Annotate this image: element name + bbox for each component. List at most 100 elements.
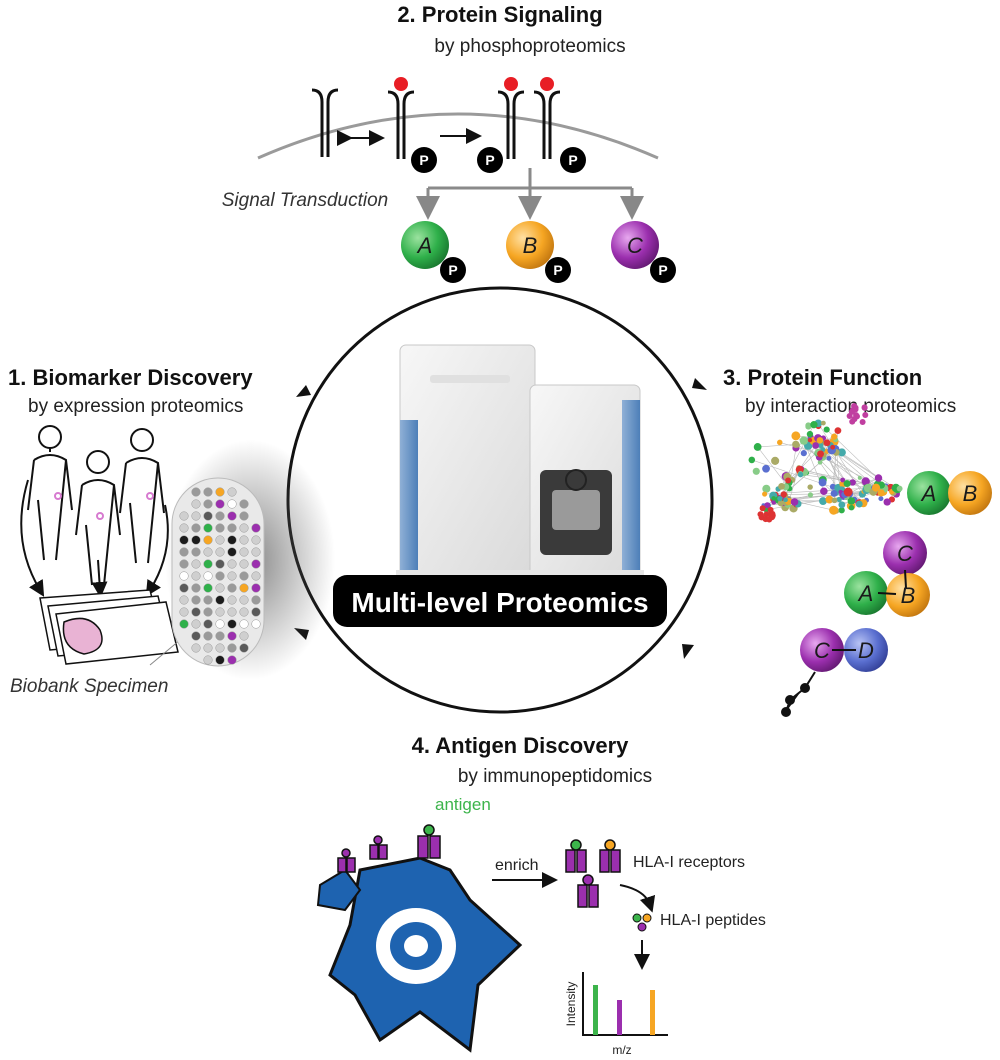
network-node <box>791 431 801 441</box>
patient-figure <box>75 450 121 586</box>
signal-branch-arrows <box>416 168 644 220</box>
expression-dot <box>251 559 261 569</box>
expression-dot <box>191 571 201 581</box>
section4-subtitle: by immunopeptidomics <box>458 766 652 787</box>
expression-dot <box>215 511 225 521</box>
expression-dot <box>179 571 189 581</box>
complex-a-b: A B <box>907 471 992 515</box>
expression-dot <box>179 607 189 617</box>
expression-dot <box>191 523 201 533</box>
network-node <box>857 475 862 480</box>
expression-dot <box>227 655 237 665</box>
network-node <box>806 430 814 438</box>
network-edge <box>835 448 898 490</box>
expression-dot <box>251 571 261 581</box>
expression-dot <box>251 547 261 557</box>
expression-dot <box>215 631 225 641</box>
complex-c-d: C D <box>800 628 888 672</box>
nucleus-core <box>404 935 428 957</box>
receptors-label: HLA-I receptors <box>633 854 745 871</box>
phospho-badge <box>650 257 676 283</box>
network-node <box>874 474 883 482</box>
network-node <box>859 419 866 426</box>
network-node <box>810 421 818 429</box>
network-edge <box>817 423 867 501</box>
expression-dot <box>215 655 225 665</box>
antigen-presenting-cell <box>316 856 523 1053</box>
network-node <box>838 501 846 509</box>
network-node <box>753 443 762 451</box>
spectrum-peak <box>650 990 655 1035</box>
network-node <box>847 497 856 505</box>
network-node <box>830 444 836 450</box>
network-node <box>777 496 783 502</box>
ligand-dot <box>394 77 408 91</box>
phospho-label: P <box>553 262 562 278</box>
network-node <box>766 516 773 523</box>
expression-dot <box>215 559 225 569</box>
expression-dot <box>191 511 201 521</box>
ligand-dot <box>504 77 518 91</box>
phospho-badge <box>545 257 571 283</box>
expression-dot <box>215 571 225 581</box>
expression-dot <box>191 547 201 557</box>
network-node <box>807 492 814 498</box>
network-node <box>777 500 784 507</box>
network-node <box>764 502 771 509</box>
network-node <box>849 479 856 486</box>
cycle-arrowhead-right-top <box>692 378 707 390</box>
network-node <box>797 471 804 478</box>
expression-dot <box>227 511 237 521</box>
network-node <box>829 505 839 515</box>
expression-dot <box>251 583 261 593</box>
expression-dot <box>239 571 249 581</box>
network-node <box>752 467 760 475</box>
node-letter: B <box>963 481 978 506</box>
expression-dot <box>203 655 213 665</box>
network-edge <box>813 440 848 484</box>
network-node <box>843 487 853 497</box>
expression-dot <box>251 595 261 605</box>
downstream-node-b: B P <box>506 221 571 283</box>
specimen-label: Biobank Specimen <box>10 676 168 697</box>
expression-dot <box>239 511 249 521</box>
network-node <box>805 423 812 430</box>
network-node <box>820 487 828 496</box>
center-label: Multi-level Proteomics <box>351 587 648 618</box>
expression-dot <box>227 595 237 605</box>
expression-dot <box>227 523 237 533</box>
expression-dot <box>191 607 201 617</box>
expression-dot <box>239 523 249 533</box>
cell-membrane <box>257 112 659 160</box>
network-node <box>896 485 903 492</box>
network-node <box>862 412 869 419</box>
network-node <box>816 437 824 444</box>
receptor-ligand-bound: P <box>387 77 437 173</box>
network-node <box>830 489 838 497</box>
section-protein-signaling: 2. Protein Signaling by phosphoproteomic… <box>222 2 676 283</box>
expression-dot <box>203 571 213 581</box>
expression-dot <box>215 643 225 653</box>
expression-dot <box>179 523 189 533</box>
node-letter: C <box>897 541 913 566</box>
network-node <box>776 439 783 446</box>
phospho-badge <box>560 147 586 173</box>
patient-figures <box>20 425 169 598</box>
expression-dot <box>227 619 237 629</box>
network-node <box>871 483 881 492</box>
expression-dot <box>239 607 249 617</box>
network-node <box>838 507 845 514</box>
node-letter: A <box>416 233 433 258</box>
expression-dot <box>215 487 225 497</box>
antigen-label: antigen <box>435 795 491 814</box>
network-node <box>785 477 792 484</box>
expression-dot <box>239 583 249 593</box>
network-node <box>836 496 842 503</box>
peptides-label: HLA-I peptides <box>660 912 766 929</box>
network-node <box>855 500 863 508</box>
ligand-dot <box>540 77 554 91</box>
node-letter: B <box>523 233 538 258</box>
elution-arrow <box>619 884 656 913</box>
